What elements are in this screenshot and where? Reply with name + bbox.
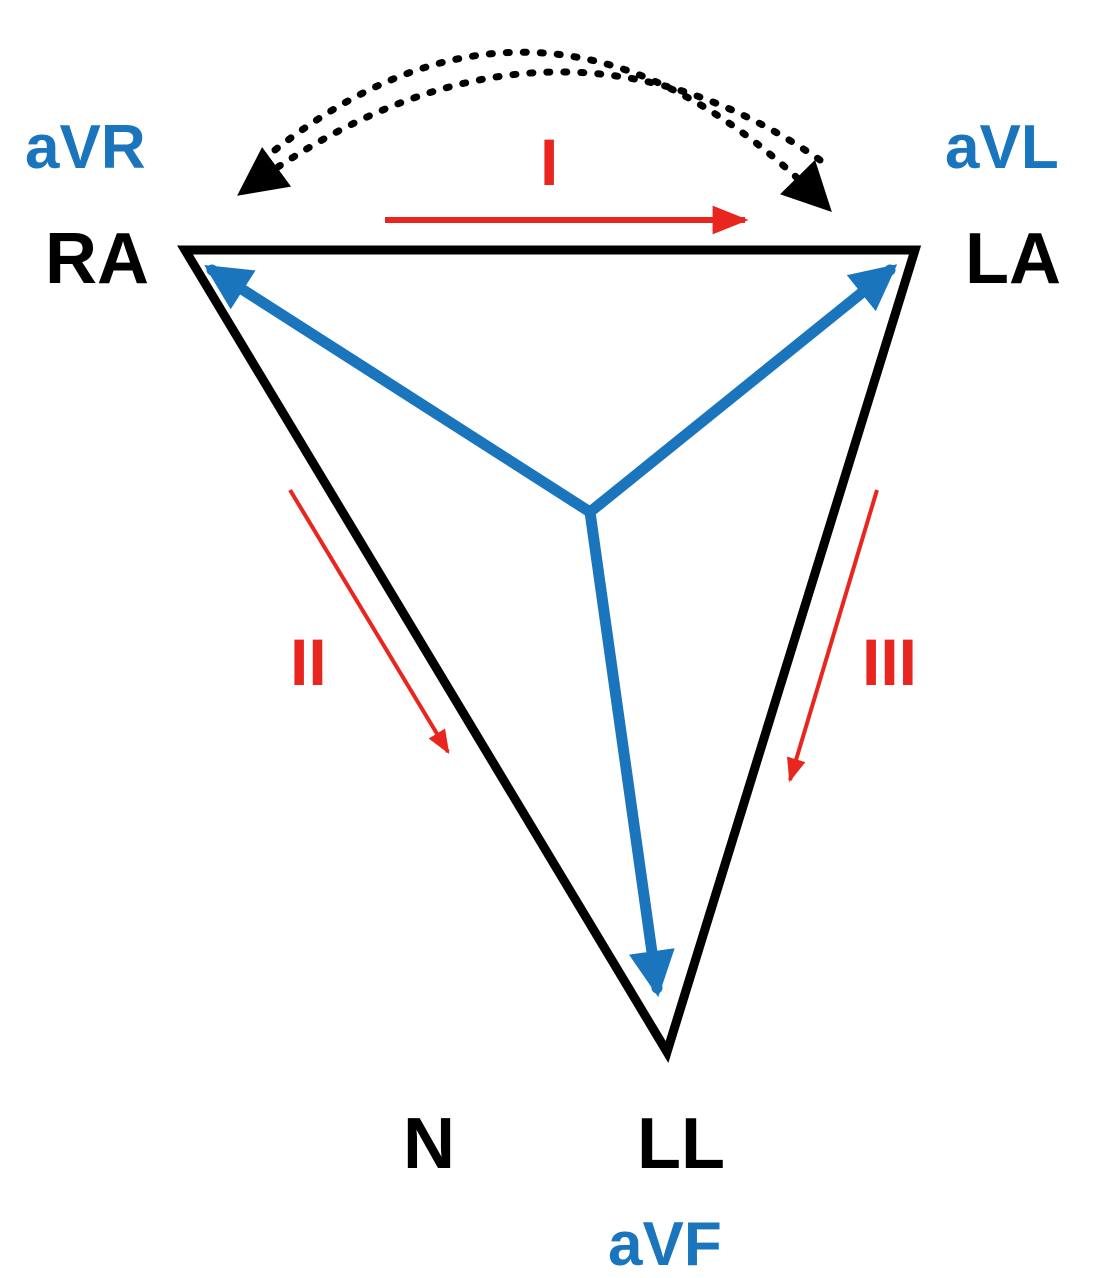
lead-i-label: I (540, 125, 558, 199)
n-label: N (403, 1104, 455, 1184)
lead-ii-arrow (288, 488, 450, 755)
einthoven-triangle (177, 245, 922, 1063)
dotted-arc-to-ra (237, 68, 824, 196)
la-label: LA (965, 219, 1061, 299)
lead-iii-arrow (787, 489, 879, 783)
avl-vector (584, 264, 898, 518)
avf-vector (584, 506, 675, 998)
lead-iii-label: III (862, 625, 917, 699)
avf-label: aVF (608, 1210, 722, 1278)
lead-ii-label: II (290, 625, 327, 699)
avr-vector (204, 264, 596, 518)
avl-label: aVL (945, 113, 1059, 182)
avr-label: aVR (25, 113, 146, 182)
ll-label: LL (637, 1104, 725, 1184)
ra-label: RA (45, 219, 149, 299)
